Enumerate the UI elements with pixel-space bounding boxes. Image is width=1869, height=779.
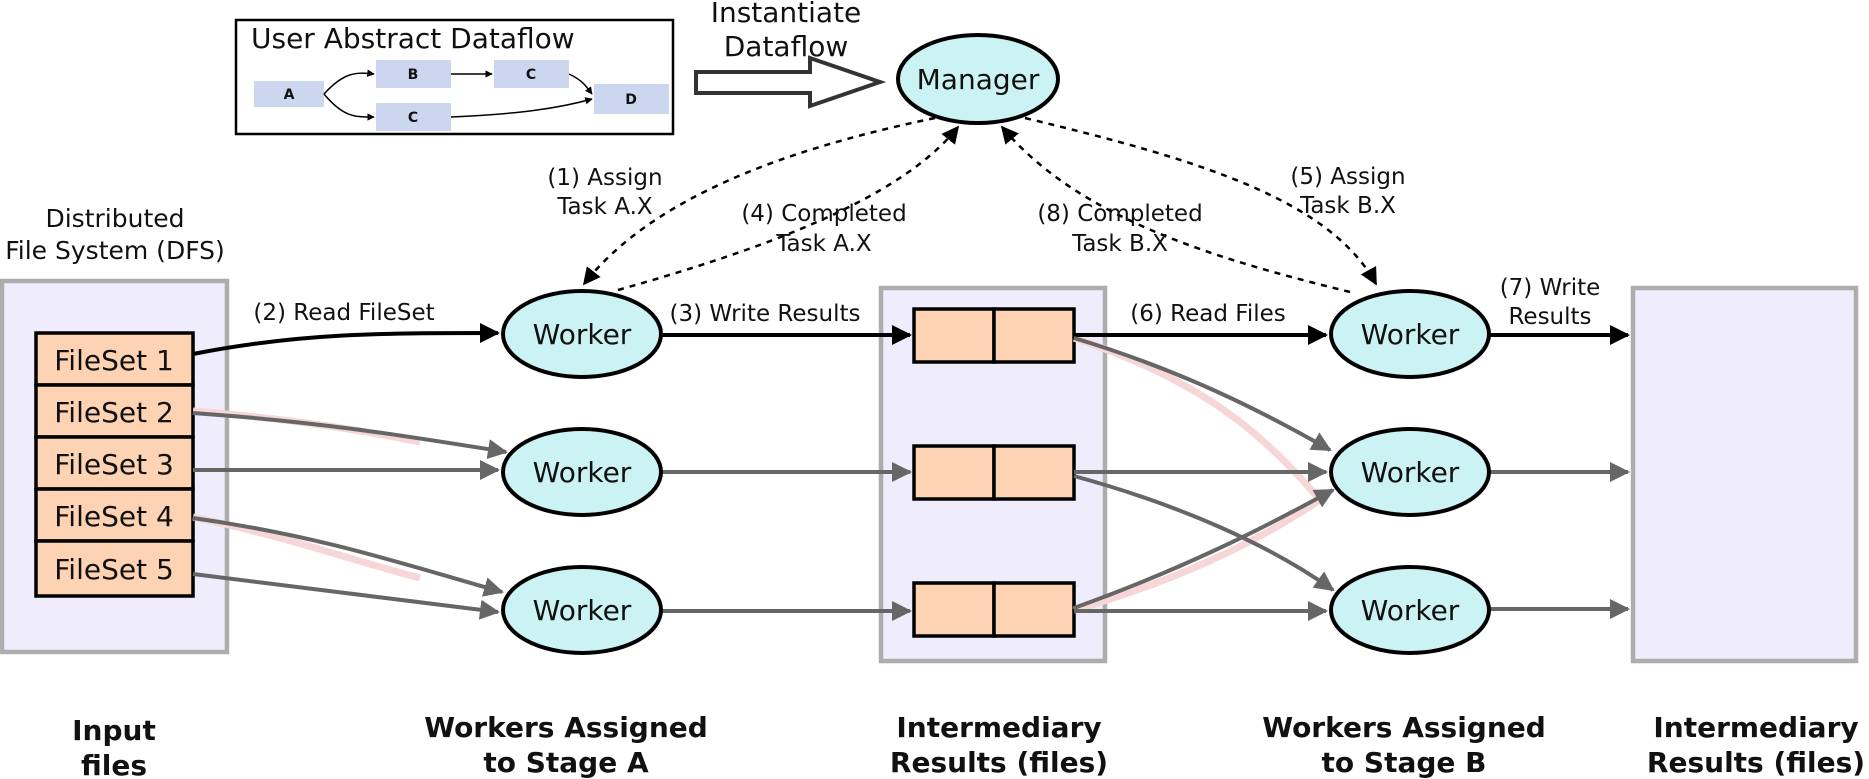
intermediate-file-1a — [912, 307, 996, 364]
manager-label: Manager — [917, 63, 1040, 96]
abstract-dataflow-title: User Abstract Dataflow — [251, 22, 575, 55]
mini-edge-c2-d — [450, 97, 593, 118]
abstract-dataflow-panel: User Abstract Dataflow A B C C D — [234, 18, 675, 136]
bottom-label-intermediary2-line1: Intermediary — [1653, 711, 1858, 744]
intermediate-file-2b — [992, 444, 1076, 501]
worker-a1 — [501, 289, 663, 379]
mini-node-c-top-label: C — [526, 67, 536, 83]
mini-node-c-bottom-label: C — [408, 110, 418, 126]
mini-node-b — [376, 60, 451, 88]
step8-label-line1: (8) Completed — [1037, 201, 1202, 227]
worker-b2 — [1329, 427, 1491, 517]
fileset-5-label: FileSet 5 — [54, 553, 174, 586]
mini-node-a — [254, 81, 324, 107]
worker-a1-label: Worker — [533, 318, 632, 351]
stage-a-workers: Worker Worker Worker — [501, 289, 663, 655]
fileset-1 — [34, 331, 195, 387]
mini-node-c-top — [494, 60, 569, 88]
bottom-label-intermediary1-line1: Intermediary — [896, 711, 1101, 744]
worker-a2-label: Worker — [533, 456, 632, 489]
fileset-4-label: FileSet 4 — [54, 500, 174, 533]
mini-node-d — [594, 84, 669, 114]
mini-node-c-bottom — [376, 103, 451, 131]
step1-label-line1: (1) Assign — [547, 165, 662, 191]
worker-b3 — [1329, 565, 1491, 655]
step5-label-line2: Task B.X — [1299, 193, 1396, 219]
step6-label: (6) Read Files — [1130, 301, 1285, 327]
edge-fileset4-worker-a3 — [192, 516, 504, 597]
intermediate-file-pairs — [912, 307, 1076, 638]
step4-label-line2: Task A.X — [775, 231, 872, 257]
mini-node-d-label: D — [625, 92, 637, 108]
stage-b-workers: Worker Worker Worker — [1329, 289, 1491, 655]
intermediary-region-2 — [1630, 285, 1859, 664]
step8-label-line2: Task B.X — [1071, 231, 1168, 257]
bottom-label-input-line1: Input — [72, 714, 156, 747]
instantiate-arrow-icon — [694, 55, 887, 109]
fileset-3-label: FileSet 3 — [54, 448, 174, 481]
step5-label-line1: (5) Assign — [1290, 164, 1405, 190]
edge-assign-task-a — [582, 116, 936, 286]
abstract-dataflow-frame — [234, 18, 675, 136]
mini-edge-a-c — [323, 93, 375, 121]
intermediate-file-1b — [992, 307, 1076, 364]
fileset-1-label: FileSet 1 — [54, 344, 174, 377]
mini-node-a-label: A — [284, 87, 295, 103]
edge-read-fileset — [192, 323, 500, 356]
step2-label: (2) Read FileSet — [253, 300, 434, 326]
fileset-2-label: FileSet 2 — [54, 396, 174, 429]
bottom-label-intermediary1-line2: Results (files) — [890, 746, 1108, 779]
fileset-2 — [34, 383, 195, 439]
step3-label: (3) Write Results — [670, 301, 861, 327]
fileset-5 — [34, 539, 195, 598]
instantiate-label-line2: Dataflow — [724, 30, 849, 63]
dfs-label-line1: Distributed — [45, 204, 184, 233]
edge-fileset5-worker-a3 — [192, 572, 500, 620]
step7-label-line1: (7) Write — [1500, 275, 1601, 301]
bottom-label-stage-a-line2: to Stage A — [483, 746, 649, 779]
worker-a3-label: Worker — [533, 594, 632, 627]
step7-label-line2: Results — [1508, 304, 1591, 330]
edge-intermediate3-worker-b2 — [1073, 488, 1335, 610]
worker-b2-label: Worker — [1361, 456, 1460, 489]
fileset-4 — [34, 487, 195, 543]
worker-a3 — [501, 565, 663, 655]
manager-node — [896, 33, 1060, 125]
bottom-label-stage-b-line1: Workers Assigned — [1262, 711, 1546, 744]
intermediate-file-3a — [912, 581, 996, 638]
worker-b3-label: Worker — [1361, 594, 1460, 627]
step1-label-line2: Task A.X — [556, 194, 653, 220]
worker-a2 — [501, 427, 663, 517]
bottom-label-intermediary2-line2: Results (files) — [1647, 746, 1865, 779]
bottom-label-input-line2: files — [81, 749, 147, 779]
edge-intermediate2-worker-b3 — [1073, 474, 1335, 592]
mini-edge-c-d — [568, 73, 593, 95]
worker-b1 — [1329, 289, 1491, 379]
dfs-label-line2: File System (DFS) — [5, 236, 225, 265]
edge-assign-task-b — [1024, 116, 1378, 286]
worker-b1-label: Worker — [1361, 318, 1460, 351]
bottom-label-stage-a-line1: Workers Assigned — [424, 711, 708, 744]
fileset-stack: FileSet 1 FileSet 2 FileSet 3 FileSet 4 … — [34, 331, 195, 598]
intermediate-file-2a — [912, 444, 996, 501]
intermediate-file-3b — [992, 581, 1076, 638]
instantiate-label-line1: Instantiate — [711, 0, 862, 29]
step4-label-line1: (4) Completed — [741, 201, 906, 227]
bottom-label-stage-b-line2: to Stage B — [1322, 746, 1487, 779]
edge-intermediate1-worker-b2 — [1073, 336, 1332, 452]
mini-node-b-label: B — [408, 67, 419, 83]
mini-edge-a-b — [323, 69, 375, 95]
edge-fileset2-worker-a2 — [192, 411, 508, 460]
